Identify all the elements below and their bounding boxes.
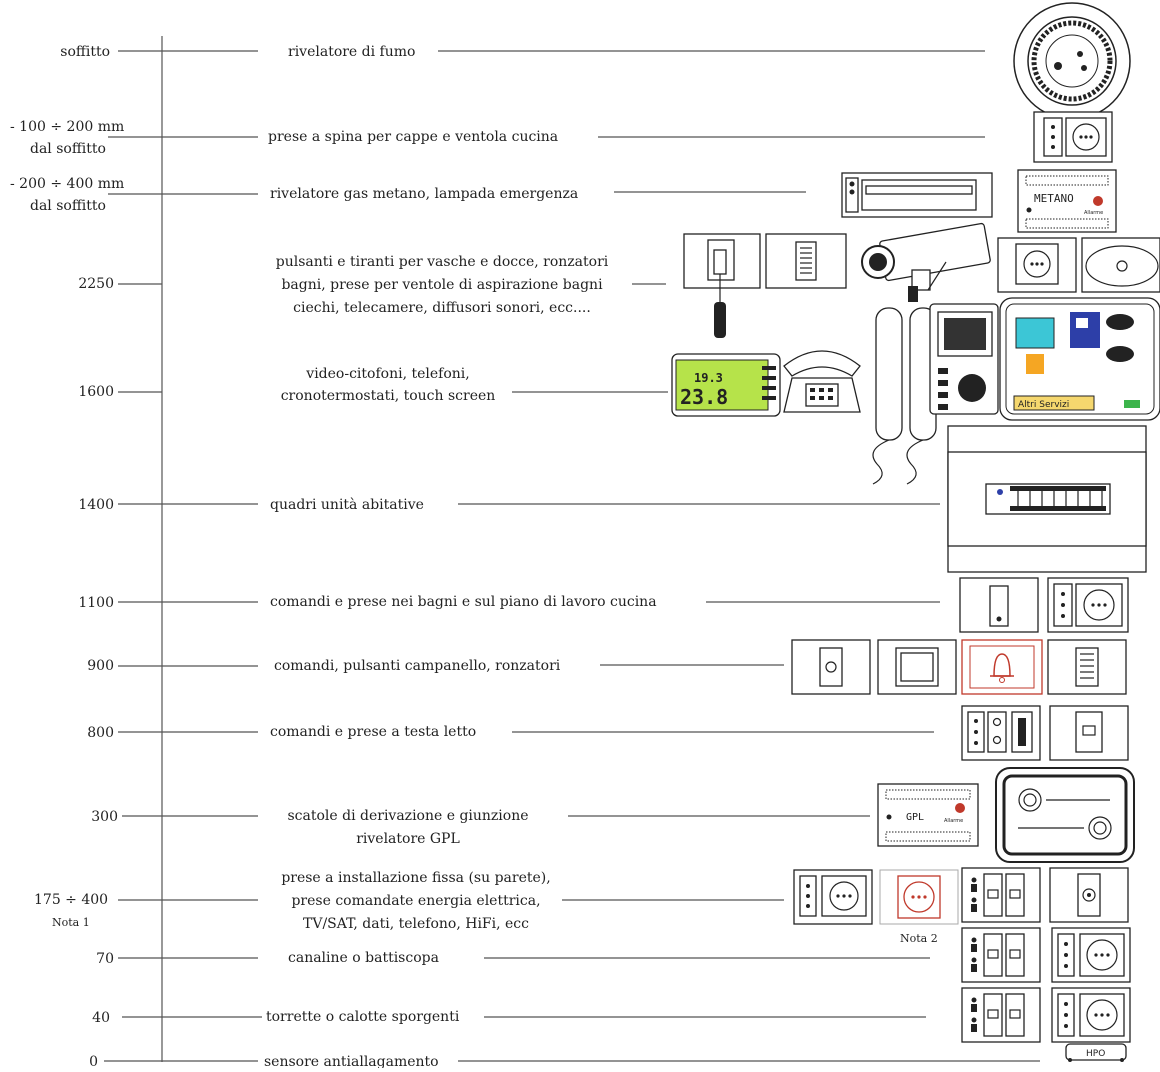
row-cappe: - 100 ÷ 200 mm dal soffitto prese a spin… <box>10 119 985 157</box>
row-1400: 1400 quadri unità abitative <box>78 496 940 513</box>
telephone-icon <box>783 350 861 413</box>
row-height: 2250 <box>78 276 114 292</box>
junction-box-icon <box>995 767 1135 863</box>
row-metano: - 200 ÷ 400 mm dal soffitto rivelatore g… <box>10 176 806 214</box>
row-soffitto: soffitto rivelatore di fumo <box>60 44 985 60</box>
row-800: 800 comandi e prese a testa letto <box>87 724 934 741</box>
row-height: 40 <box>92 1010 110 1026</box>
row-height: - 200 ÷ 400 mm <box>10 176 124 192</box>
row-desc: pulsanti e tiranti per vasche e docce, r… <box>276 254 609 270</box>
row-desc: torrette o calotte sporgenti <box>266 1009 460 1025</box>
row-desc: rivelatore gas metano, lampada emergenza <box>270 186 578 202</box>
socket-switch-combo-icon <box>961 705 1041 761</box>
speaker-icon <box>1081 237 1160 293</box>
row-height: 70 <box>96 951 114 967</box>
row-height: 1400 <box>78 497 114 513</box>
row-height: 1100 <box>78 595 114 611</box>
buzzer-icon <box>1047 639 1127 695</box>
socket-outlet-icon <box>997 237 1077 293</box>
socket-outlet-icon <box>1051 927 1131 983</box>
touch-screen-icon: Altri Servizi <box>999 297 1160 421</box>
row-2250: 2250 pulsanti e tiranti per vasche e doc… <box>78 254 666 316</box>
socket-outlet-icon <box>1047 577 1129 633</box>
row-175-400: 175 ÷ 400 Nota 1 prese a installazione f… <box>34 870 938 945</box>
switched-socket-icon <box>879 869 959 925</box>
row-desc: scatole di derivazione e giunzione <box>287 808 528 824</box>
methane-detector-icon: METANO Allarme <box>1017 169 1117 233</box>
methane-label: METANO <box>1034 192 1074 205</box>
row-height-note: Nota 1 <box>52 916 90 929</box>
row-desc: prese a installazione fissa (su parete), <box>281 870 550 886</box>
alarm-label: Allarme <box>944 818 963 824</box>
row-desc: prese comandate energia elettrica, <box>291 893 540 909</box>
row-height-ref: dal soffitto <box>30 198 106 214</box>
row-height: soffitto <box>60 44 110 60</box>
row-height: 0 <box>89 1054 98 1068</box>
camera-icon <box>861 222 991 302</box>
row-desc: comandi e prese nei bagni e sul piano di… <box>270 594 657 610</box>
row-desc: canaline o battiscopa <box>288 950 439 966</box>
row-height: 800 <box>87 725 114 741</box>
pushbutton-icon <box>791 639 871 695</box>
other-services-label: Altri Servizi <box>1018 400 1069 410</box>
row-40: 40 torrette o calotte sporgenti <box>92 1009 926 1026</box>
distribution-board-icon <box>947 425 1147 573</box>
gpl-detector-icon: GPL Allarme <box>877 783 979 847</box>
row-height-ref: dal soffitto <box>30 141 106 157</box>
row-height: 300 <box>91 809 118 825</box>
bell-icon <box>961 639 1043 695</box>
row-height: 900 <box>87 658 114 674</box>
video-intercom-icon <box>872 303 999 485</box>
multi-socket-icon <box>961 987 1041 1043</box>
row-height: - 100 ÷ 200 mm <box>10 119 124 135</box>
row-desc: bagni, prese per ventole di aspirazione … <box>281 277 603 293</box>
row-height: 175 ÷ 400 <box>34 892 108 908</box>
buzzer-icon <box>765 233 847 289</box>
row-1600: 1600 video-citofoni, telefoni, cronoterm… <box>78 366 668 404</box>
multi-socket-icon <box>961 927 1041 983</box>
row-desc: comandi e prese a testa letto <box>270 724 476 740</box>
tv-sat-socket-icon <box>1049 867 1129 923</box>
socket-outlet-icon <box>793 869 873 925</box>
row-0: 0 sensore antiallagamento <box>89 1054 1040 1070</box>
row-desc: quadri unità abitative <box>270 496 424 513</box>
nota-2-label: Nota 2 <box>900 932 938 945</box>
switch-icon <box>959 577 1039 633</box>
row-desc: cronotermostati, touch screen <box>281 388 496 404</box>
row-300: 300 scatole di derivazione e giunzione r… <box>91 808 870 847</box>
hpo-label: HPO <box>1086 1049 1105 1059</box>
row-1100: 1100 comandi e prese nei bagni e sul pia… <box>78 594 940 611</box>
thermostat-icon: 19.3 23.8 <box>671 353 781 417</box>
rocker-switch-icon <box>877 639 957 695</box>
gpl-label: GPL <box>906 812 924 823</box>
emergency-lamp-icon <box>841 172 993 218</box>
row-desc: prese a spina per cappe e ventola cucina <box>268 129 558 145</box>
row-desc: TV/SAT, dati, telefono, HiFi, ecc <box>303 916 529 932</box>
pull-cord-switch-icon <box>683 233 761 338</box>
socket-outlet-icon <box>1033 111 1113 163</box>
data-socket-icon <box>1049 705 1129 761</box>
row-height: 1600 <box>78 384 114 400</box>
thermostat-top-readout: 19.3 <box>694 371 723 385</box>
thermostat-big-readout: 23.8 <box>680 385 728 409</box>
row-70: 70 canaline o battiscopa <box>96 950 930 967</box>
row-900: 900 comandi, pulsanti campanello, ronzat… <box>87 658 784 674</box>
row-desc: sensore antiallagamento <box>264 1054 439 1068</box>
smoke-detector-icon <box>1013 2 1131 120</box>
socket-outlet-icon <box>1051 987 1131 1043</box>
row-desc: rivelatore di fumo <box>288 44 415 60</box>
multi-socket-icon <box>961 867 1041 923</box>
alarm-label: Allarme <box>1084 210 1103 216</box>
row-desc: comandi, pulsanti campanello, ronzatori <box>274 658 561 674</box>
row-desc: ciechi, telecamere, diffusori sonori, ec… <box>293 300 591 316</box>
flood-sensor-icon: HPO <box>1065 1043 1127 1062</box>
row-desc: rivelatore GPL <box>356 831 460 847</box>
row-desc: video-citofoni, telefoni, <box>305 366 469 382</box>
